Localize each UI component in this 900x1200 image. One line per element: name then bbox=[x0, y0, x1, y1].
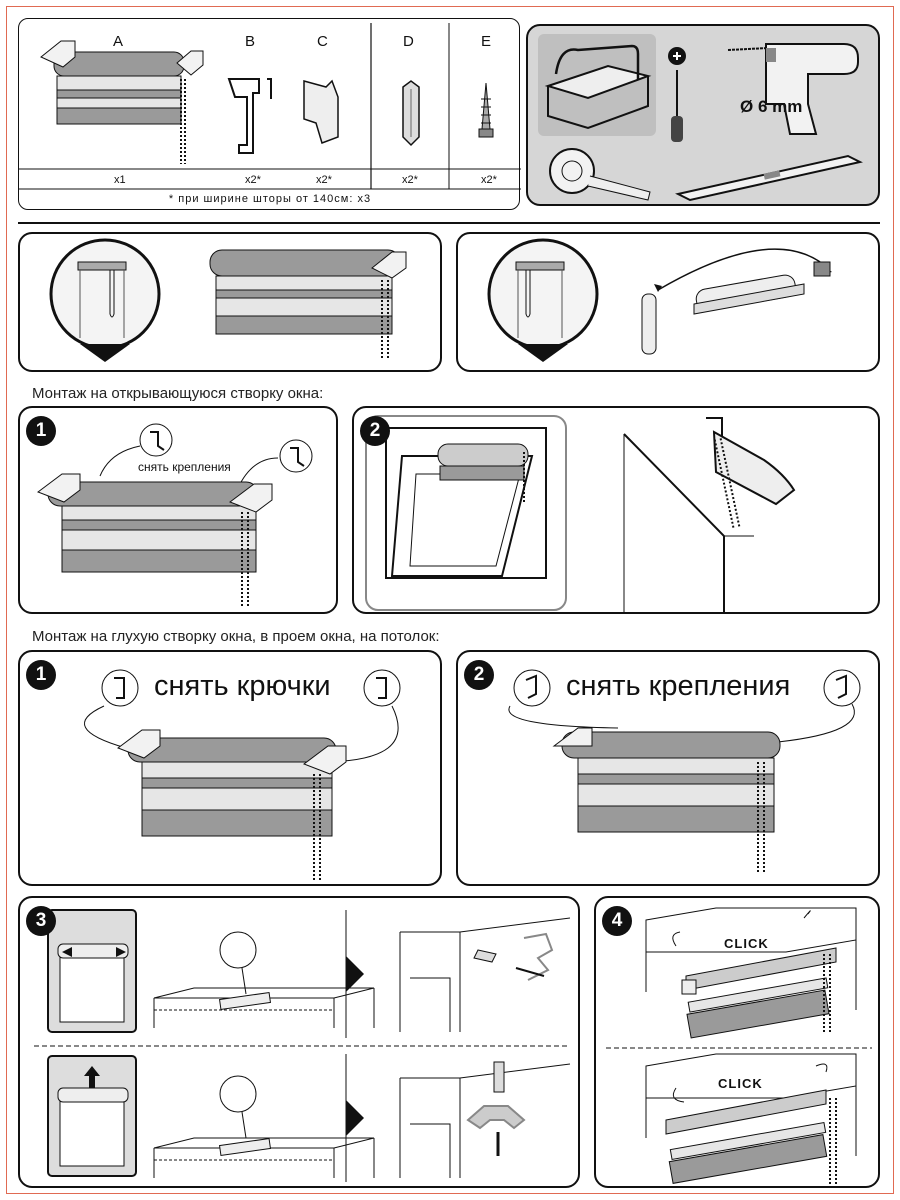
part-qty-a: x1 bbox=[114, 174, 126, 186]
screw-part-e bbox=[478, 82, 494, 138]
wall-anchor-part-d bbox=[402, 80, 420, 147]
spirit-level-icon bbox=[675, 154, 863, 202]
part-qty-d: x2* bbox=[402, 174, 418, 186]
drill-icon bbox=[727, 43, 859, 135]
step-number-badge: 1 bbox=[26, 660, 56, 690]
parts-footnote: * при ширине шторы от 140см: x3 bbox=[168, 193, 372, 205]
step-number-badge: 1 bbox=[26, 416, 56, 446]
part-label-d: D bbox=[403, 33, 414, 50]
fixed-step4-panel: 4 CLICK CLICK bbox=[594, 896, 880, 1188]
part-qty-e: x2* bbox=[481, 174, 497, 186]
remove-mounts-label: снять крепления bbox=[566, 670, 791, 702]
orientation-panel-right bbox=[456, 232, 880, 372]
parts-panel: A B C D E x1 x2* x2* x2* x2* * при ширин… bbox=[18, 18, 521, 210]
fixed-step1-panel: 1 снять крючки bbox=[18, 650, 442, 886]
screwdriver-icon bbox=[668, 47, 686, 142]
part-label-a: A bbox=[113, 33, 124, 50]
bracket-mount-icon bbox=[544, 44, 652, 130]
drill-size-label: Ø 6 mm bbox=[740, 97, 802, 116]
sash-step1-panel: 1 снять крепления bbox=[18, 406, 338, 614]
roller-blind-illustration bbox=[36, 473, 273, 608]
orientation-right-drawing bbox=[487, 238, 832, 362]
step-number-badge: 2 bbox=[360, 416, 390, 446]
bracket-part-c bbox=[303, 79, 339, 144]
hook-part-b bbox=[227, 78, 272, 154]
part-label-c: C bbox=[317, 33, 328, 50]
fixed-step3-panel: 3 bbox=[18, 896, 580, 1188]
orientation-left-drawing bbox=[49, 238, 407, 362]
part-qty-b: x2* bbox=[245, 174, 261, 186]
roller-blind-illustration bbox=[552, 727, 781, 874]
fixed-step4-drawing bbox=[606, 907, 872, 1184]
fixed-step1-drawing bbox=[83, 669, 401, 882]
sash-mount-heading: Монтаж на открывающуюся створку окна: bbox=[32, 385, 324, 402]
tools-drawing: Ø 6 mm bbox=[538, 34, 863, 202]
part-label-b: B bbox=[245, 33, 256, 50]
step-number-badge: 4 bbox=[602, 906, 632, 936]
tape-measure-icon bbox=[549, 148, 651, 201]
fixed-mount-heading: Монтаж на глухую створку окна, в проем о… bbox=[32, 628, 440, 645]
fixed-step3-drawing bbox=[34, 909, 571, 1182]
step-number-badge: 2 bbox=[464, 660, 494, 690]
step-number-badge: 3 bbox=[26, 906, 56, 936]
sash-step1-drawing bbox=[36, 423, 313, 608]
sash-step2-panel: 2 bbox=[352, 406, 880, 614]
remove-mounts-label: снять крепления bbox=[138, 460, 231, 474]
roller-blind-illustration bbox=[116, 729, 347, 882]
fixed-step2-drawing bbox=[508, 669, 861, 874]
orientation-panel-left bbox=[18, 232, 442, 372]
roller-blind-illustration bbox=[209, 249, 407, 360]
fixed-step2-panel: 2 снять крепления bbox=[456, 650, 880, 886]
part-label-e: E bbox=[481, 33, 492, 50]
click-label-bottom: CLICK bbox=[718, 1076, 763, 1091]
tools-panel: Ø 6 mm bbox=[526, 24, 880, 206]
click-label-top: CLICK bbox=[724, 936, 769, 951]
part-qty-c: x2* bbox=[316, 174, 332, 186]
parts-drawing bbox=[19, 23, 521, 190]
remove-hooks-label: снять крючки bbox=[154, 670, 331, 702]
sash-step2-drawing bbox=[365, 415, 796, 612]
roller-blind-part-a bbox=[40, 40, 204, 164]
section-divider bbox=[18, 222, 880, 224]
page-frame bbox=[6, 6, 894, 1194]
